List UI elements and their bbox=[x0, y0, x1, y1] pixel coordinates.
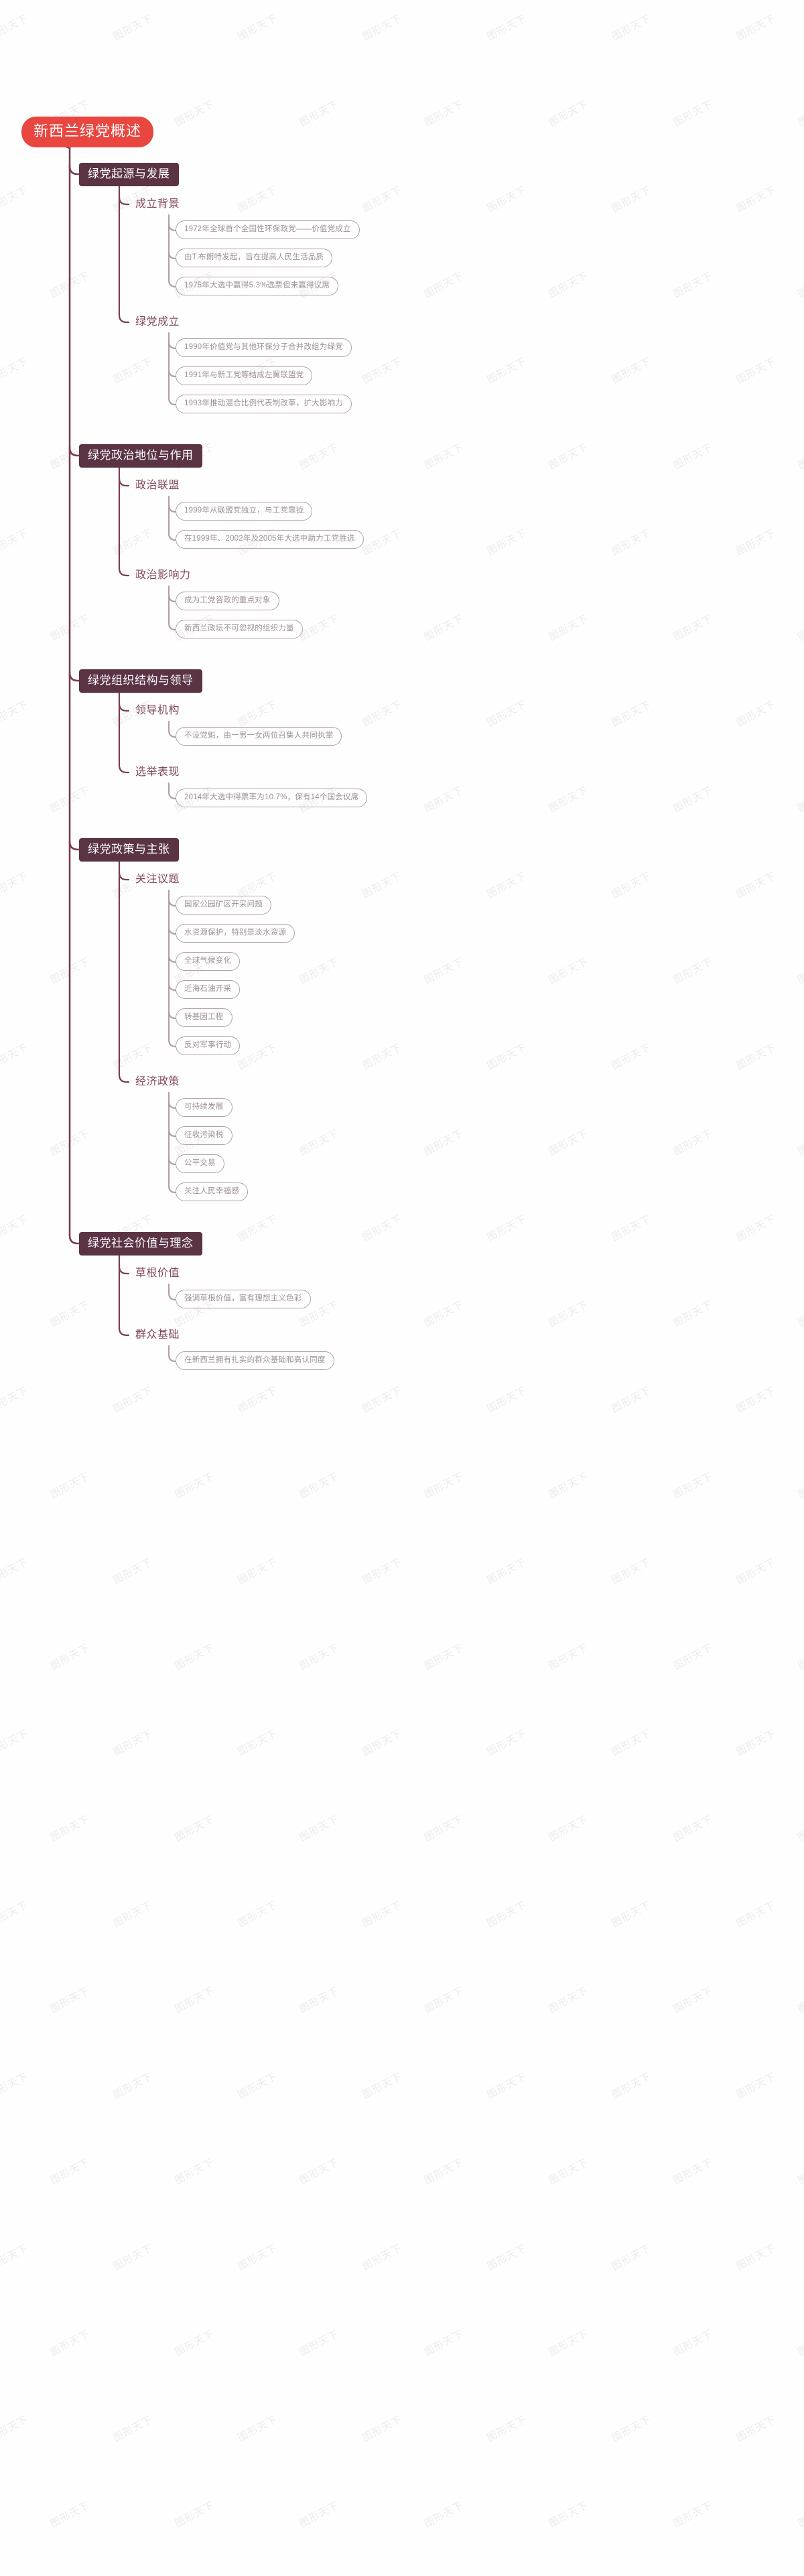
connector bbox=[68, 1234, 80, 1245]
subtopic-node-1-2[interactable]: 绿党成立 bbox=[135, 316, 180, 328]
connector bbox=[168, 1184, 177, 1194]
connector bbox=[168, 982, 177, 992]
connector bbox=[168, 594, 177, 603]
leaf-node-2-2-2[interactable]: 新西兰政坛不可忽视的组织力量 bbox=[176, 620, 303, 639]
connector bbox=[118, 567, 130, 577]
connector bbox=[118, 314, 130, 324]
subtopic-node-4-1[interactable]: 关注议题 bbox=[135, 874, 180, 885]
connector bbox=[168, 222, 177, 232]
connector bbox=[168, 1038, 177, 1048]
connector bbox=[168, 251, 177, 260]
leaf-node-4-1-3[interactable]: 全球气候变化 bbox=[176, 952, 241, 971]
branch-node-5[interactable]: 绿党社会价值与理念 bbox=[79, 1232, 202, 1256]
connector bbox=[118, 196, 130, 206]
connector bbox=[118, 764, 130, 774]
connector bbox=[118, 702, 130, 712]
connector bbox=[168, 926, 177, 935]
connector bbox=[168, 532, 177, 541]
connector bbox=[168, 898, 177, 907]
leaf-node-2-1-1[interactable]: 1999年从联盟党独立，与工党靠拢 bbox=[176, 502, 313, 521]
branch-node-1[interactable]: 绿党起源与发展 bbox=[79, 163, 179, 187]
leaf-node-4-1-4[interactable]: 近海石油开采 bbox=[176, 980, 241, 1000]
leaf-node-4-1-1[interactable]: 国家公园矿区开采问题 bbox=[176, 896, 271, 915]
leaf-node-1-1-3[interactable]: 1975年大选中赢得5.3%选票但未赢得议席 bbox=[176, 277, 339, 296]
connector bbox=[168, 791, 177, 800]
subtopic-node-3-1[interactable]: 领导机构 bbox=[135, 705, 180, 716]
leaf-node-2-1-2[interactable]: 在1999年、2002年及2005年大选中助力工党胜选 bbox=[176, 530, 364, 549]
connector bbox=[168, 504, 177, 513]
leaf-node-1-2-2[interactable]: 1991年与新工党等结成左翼联盟党 bbox=[176, 366, 313, 386]
subtopic-node-2-2[interactable]: 政治影响力 bbox=[135, 569, 191, 581]
connector bbox=[118, 1327, 130, 1337]
branch-node-2[interactable]: 绿党政治地位与作用 bbox=[79, 444, 202, 468]
subtopic-node-2-1[interactable]: 政治联盟 bbox=[135, 480, 180, 491]
leaf-node-3-2-1[interactable]: 2014年大选中得票率为10.7%，保有14个国会议席 bbox=[176, 789, 368, 808]
connector bbox=[168, 279, 177, 288]
connector bbox=[118, 477, 130, 487]
connector bbox=[68, 840, 80, 851]
leaf-node-4-1-6[interactable]: 反对军事行动 bbox=[176, 1036, 241, 1056]
connector bbox=[68, 446, 80, 457]
connector bbox=[118, 1265, 130, 1275]
connector bbox=[168, 368, 177, 378]
subtopic-node-4-2[interactable]: 经济政策 bbox=[135, 1076, 180, 1087]
leaf-node-1-2-1[interactable]: 1990年价值党与其他环保分子合并改组为绿党 bbox=[176, 338, 352, 358]
connector bbox=[168, 729, 177, 738]
leaf-node-4-2-2[interactable]: 征收污染税 bbox=[176, 1126, 232, 1146]
connector bbox=[168, 1100, 177, 1109]
leaf-node-4-1-5[interactable]: 转基因工程 bbox=[176, 1008, 232, 1028]
connector bbox=[168, 622, 177, 631]
connector bbox=[168, 397, 177, 406]
leaf-node-5-1-1[interactable]: 强调草根价值，富有理想主义色彩 bbox=[176, 1290, 311, 1309]
leaf-node-3-1-1[interactable]: 不设党魁，由一男一女两位召集人共同执掌 bbox=[176, 727, 342, 746]
leaf-node-1-1-1[interactable]: 1972年全球首个全国性环保政党——价值党成立 bbox=[176, 220, 360, 240]
subtopic-node-3-2[interactable]: 选举表现 bbox=[135, 766, 180, 778]
connector bbox=[168, 1128, 177, 1138]
connector bbox=[168, 1156, 177, 1166]
leaf-node-2-2-1[interactable]: 成为工党咨政的重点对象 bbox=[176, 592, 279, 611]
leaf-node-1-2-3[interactable]: 1993年推动混合比例代表制改革，扩大影响力 bbox=[176, 395, 352, 414]
connector bbox=[168, 1353, 177, 1363]
leaf-node-4-2-3[interactable]: 公平交易 bbox=[176, 1154, 224, 1174]
connector bbox=[68, 165, 80, 176]
connector bbox=[118, 871, 130, 881]
branch-node-3[interactable]: 绿党组织结构与领导 bbox=[79, 669, 202, 693]
connector bbox=[118, 1073, 130, 1083]
leaf-node-4-2-4[interactable]: 关注人民幸福感 bbox=[176, 1182, 248, 1202]
connector bbox=[68, 671, 80, 682]
connector bbox=[168, 1292, 177, 1301]
root-node[interactable]: 新西兰绿党概述 bbox=[21, 117, 154, 148]
subtopic-node-5-2[interactable]: 群众基础 bbox=[135, 1329, 180, 1341]
subtopic-node-5-1[interactable]: 草根价值 bbox=[135, 1268, 180, 1279]
branch-node-4[interactable]: 绿党政策与主张 bbox=[79, 838, 179, 862]
leaf-node-4-2-1[interactable]: 可持续发展 bbox=[176, 1098, 232, 1117]
connector bbox=[168, 954, 177, 963]
subtopic-node-1-1[interactable]: 成立背景 bbox=[135, 198, 180, 210]
connector bbox=[168, 1010, 177, 1020]
leaf-node-5-2-1[interactable]: 在新西兰拥有扎实的群众基础和高认同度 bbox=[176, 1351, 334, 1371]
leaf-node-4-1-2[interactable]: 水资源保护，特别是淡水资源 bbox=[176, 924, 295, 943]
connector bbox=[168, 340, 177, 350]
leaf-node-1-1-2[interactable]: 由T.布朗特发起，旨在提高人民生活品质 bbox=[176, 249, 333, 268]
